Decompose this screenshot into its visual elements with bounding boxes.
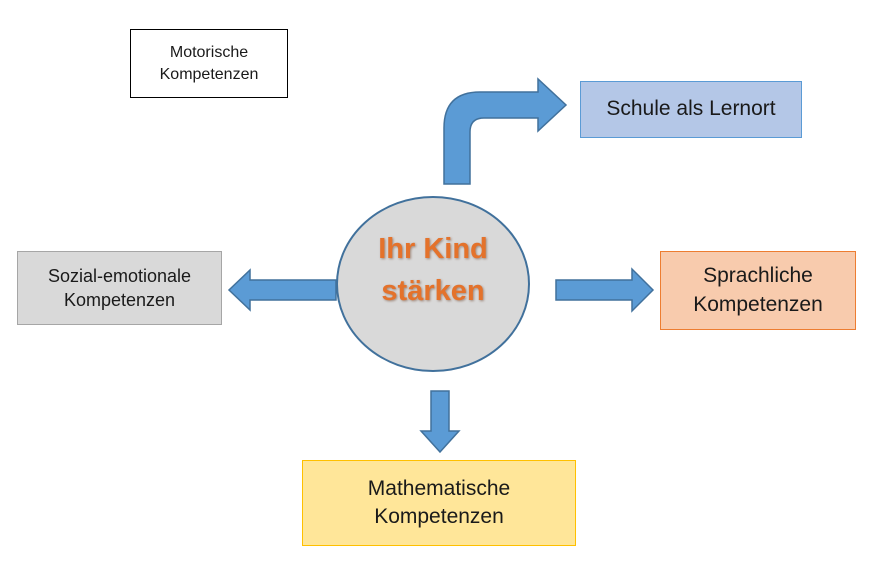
node-motorische-line-1: Motorische <box>169 43 249 61</box>
node-sprachliche-kompetenzen: Sprachliche Kompetenzen <box>660 251 856 330</box>
node-mathematische-line-2: Kompetenzen <box>374 505 504 528</box>
center-label-line-1: Ihr Kind <box>378 233 488 265</box>
node-schule-line-1: Schule als Lernort <box>606 97 776 121</box>
center-label: Ihr Kind stärken <box>336 228 530 312</box>
node-sprachliche-line-2: Kompetenzen <box>693 292 823 316</box>
node-sprachliche-line-1: Sprachliche <box>703 264 813 288</box>
center-label-line-2: stärken <box>381 275 485 308</box>
node-sozial-emotionale-kompetenzen: Sozial-emotionale Kompetenzen <box>17 251 222 325</box>
arrow-to-mathe <box>419 390 461 454</box>
arrow-to-schule <box>443 77 568 185</box>
center-circle <box>336 196 530 372</box>
node-mathematische-line-1: Mathematische <box>367 476 511 500</box>
node-mathematische-kompetenzen: Mathematische Kompetenzen <box>302 460 576 546</box>
node-schule-als-lernort: Schule als Lernort <box>580 81 802 138</box>
node-motorische-line-2: Kompetenzen <box>159 65 259 83</box>
arrow-to-sprach <box>555 267 655 313</box>
node-sozial-line-2: Kompetenzen <box>63 290 176 310</box>
node-motorische-kompetenzen: Motorische Kompetenzen <box>130 29 288 98</box>
arrow-to-sozial <box>227 268 337 312</box>
node-sozial-line-1: Sozial-emotionale <box>47 265 192 286</box>
